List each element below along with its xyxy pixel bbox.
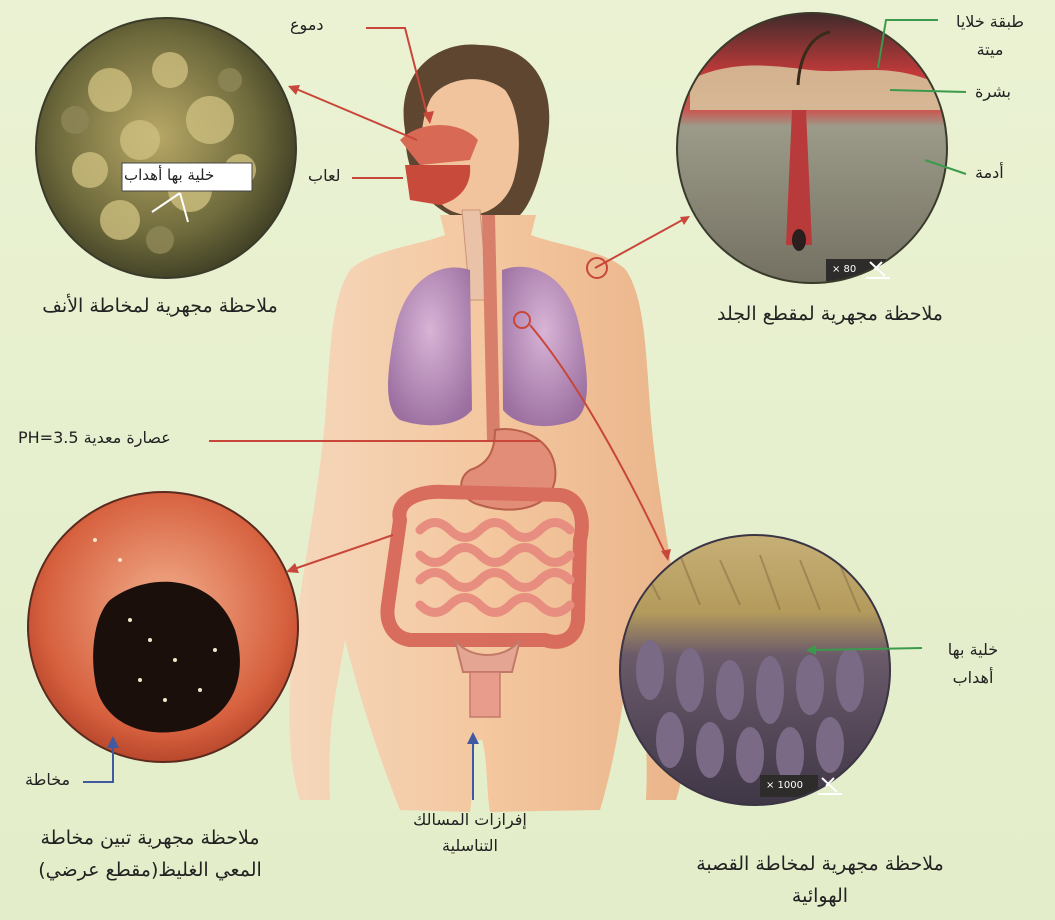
- caption-trachea: ملاحظة مجهرية لمخاطة القصبة الهوائية: [655, 848, 985, 912]
- caption-trachea-line1: ملاحظة مجهرية لمخاطة القصبة: [655, 848, 985, 880]
- caption-nose: ملاحظة مجهرية لمخاطة الأنف: [5, 290, 315, 322]
- label-tears: دموع: [290, 15, 324, 34]
- label-trachea-cilia-line2: أهداب: [928, 664, 1018, 692]
- caption-skin: ملاحظة مجهرية لمقطع الجلد: [675, 298, 985, 330]
- label-genital-secretions: إفرازات المسالك التناسلية: [395, 807, 545, 859]
- label-dead-cells-line2: ميتة: [940, 36, 1040, 64]
- label-dermis: أدمة: [975, 163, 1004, 182]
- label-gastric-juice-text: عصارة معدية PH=3.5: [18, 428, 171, 447]
- skin-micrograph: [670, 10, 960, 300]
- label-trachea-cilia-line1: خلية بها: [928, 636, 1018, 664]
- caption-colon-line2: المعي الغليظ(مقطع عرضي): [0, 854, 300, 886]
- caption-colon: ملاحظة مجهرية تبين مخاطة المعي الغليظ(مق…: [0, 822, 300, 886]
- genital-tract: [470, 672, 500, 717]
- label-dead-cells: طبقة خلايا ميتة: [940, 8, 1040, 64]
- label-genital-line2: التناسلية: [395, 833, 545, 859]
- trachea-magnification: × 1000: [766, 780, 803, 791]
- colon-micrograph: [20, 480, 310, 770]
- nose-micrograph: [30, 10, 310, 290]
- label-dead-cells-line1: طبقة خلايا: [940, 8, 1040, 36]
- caption-trachea-line2: الهوائية: [655, 880, 985, 912]
- label-epidermis: بشرة: [975, 82, 1011, 101]
- label-mucus: مخاطة: [25, 770, 70, 789]
- label-gastric-juice: عصارة معدية PH=3.5: [18, 428, 171, 447]
- label-saliva: لعاب: [308, 166, 341, 185]
- caption-colon-line1: ملاحظة مجهرية تبين مخاطة: [0, 822, 300, 854]
- label-trachea-cilia: خلية بها أهداب: [928, 636, 1018, 692]
- skin-magnification: × 80: [832, 264, 856, 275]
- label-genital-line1: إفرازات المسالك: [395, 807, 545, 833]
- label-nose-cilia: خلية بها أهداب: [124, 166, 214, 184]
